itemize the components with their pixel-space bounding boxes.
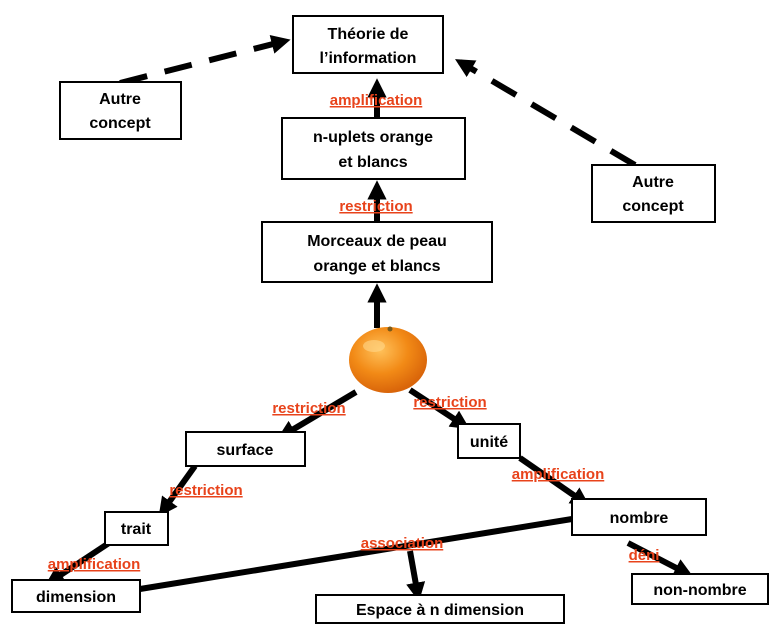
orange-fruit-icon — [349, 326, 427, 393]
node-theorie-line1: Théorie de — [328, 26, 409, 43]
node-autre-left-line1: Autre — [99, 91, 141, 108]
node-nuplets-line2: et blancs — [338, 154, 407, 171]
edge-label-restriction-top: restriction — [339, 198, 412, 215]
node-theorie: Théorie de l’information — [292, 15, 444, 74]
node-espace: Espace à n dimension — [315, 594, 565, 624]
node-espace-label: Espace à n dimension — [356, 602, 524, 619]
edge-surface-to-trait — [158, 464, 198, 517]
node-nuplets: n-uplets orange et blancs — [281, 117, 466, 180]
node-autre-right-line1: Autre — [632, 174, 674, 191]
edge-label-amplification-top: amplification — [330, 92, 423, 109]
node-surface: surface — [185, 431, 306, 467]
node-nuplets-line1: n-uplets orange — [313, 129, 433, 146]
node-nombre: nombre — [571, 498, 707, 536]
edge-dimension-nombre-association — [139, 516, 573, 592]
edge-label-restriction-right: restriction — [413, 394, 486, 411]
edge-unite-to-nombre — [518, 455, 590, 507]
node-autre-right-line2: concept — [622, 198, 684, 215]
node-non-nombre-label: non-nombre — [653, 582, 746, 599]
node-dimension: dimension — [11, 579, 141, 613]
node-trait: trait — [104, 511, 169, 546]
node-autre-concept-right: Autre concept — [591, 164, 716, 223]
edge-label-restriction-left: restriction — [272, 400, 345, 417]
node-trait-label: trait — [121, 521, 152, 538]
node-surface-label: surface — [217, 442, 274, 459]
edge-label-restriction-mid: restriction — [169, 482, 242, 499]
edge-label-amplification-left: amplification — [48, 556, 141, 573]
node-nombre-label: nombre — [610, 510, 669, 527]
edge-label-amplification-right: amplification — [512, 466, 605, 483]
edge-label-deni: déni — [629, 547, 660, 564]
node-unite: unité — [457, 423, 521, 459]
edge-autre-left-to-theorie — [119, 35, 291, 86]
node-dimension-label: dimension — [36, 589, 116, 606]
node-unite-label: unité — [470, 434, 508, 451]
edge-label-association: association — [361, 535, 444, 552]
edge-trait-to-dimension — [45, 538, 114, 586]
node-autre-left-line2: concept — [89, 115, 151, 132]
edge-autre-right-to-theorie — [455, 59, 637, 168]
node-theorie-line2: l’information — [320, 50, 417, 67]
edge-orange-to-surface — [277, 389, 358, 439]
edge-orange-to-unite — [408, 387, 470, 430]
node-morceaux-line1: Morceaux de peau — [307, 233, 447, 250]
node-morceaux-line2: orange et blancs — [313, 258, 440, 275]
edge-association-to-espace — [406, 550, 426, 602]
edge-nombre-to-non-nombre — [626, 540, 694, 577]
node-morceaux: Morceaux de peau orange et blancs — [261, 221, 493, 283]
node-autre-concept-left: Autre concept — [59, 81, 182, 140]
node-non-nombre: non-nombre — [631, 573, 769, 605]
